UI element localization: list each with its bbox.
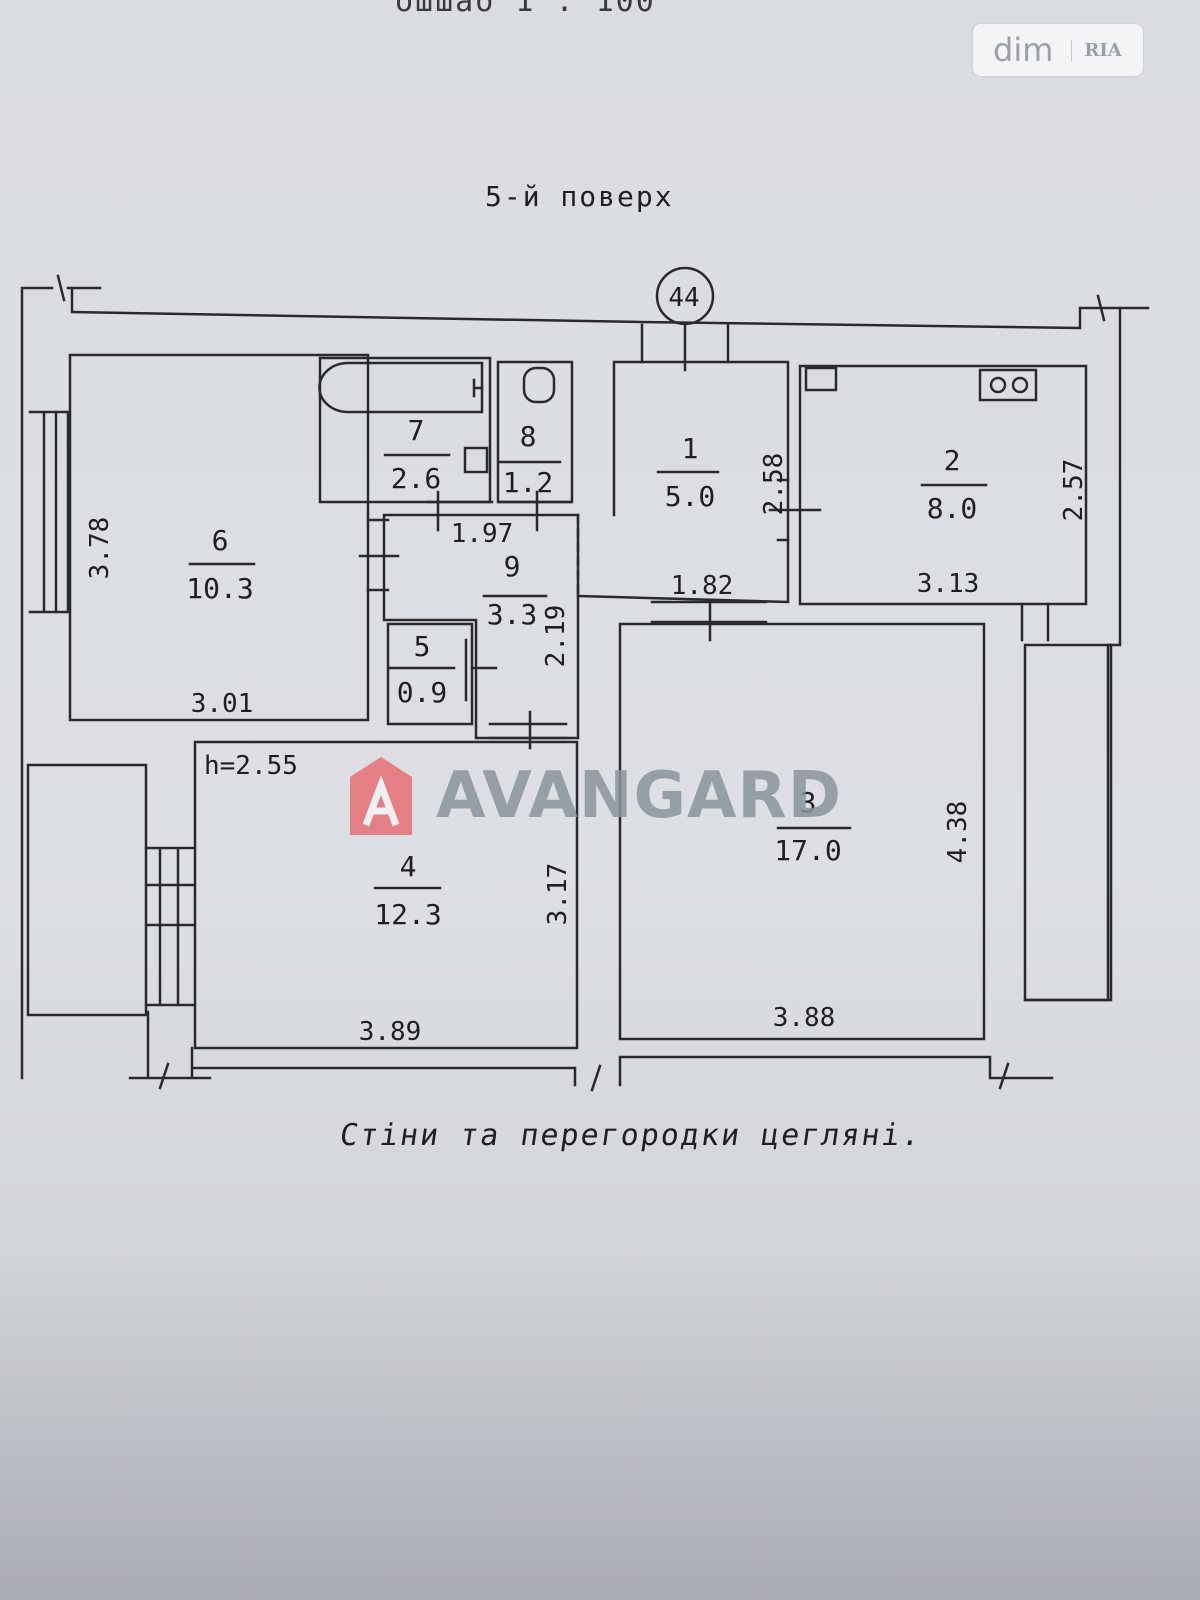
room-7-area: 2.6 (391, 462, 442, 495)
outer-wall-bottom (128, 1010, 1054, 1087)
avangard-logo-icon (350, 757, 412, 835)
break-mark (56, 274, 1106, 1092)
room-9-number: 9 (504, 550, 521, 583)
room-7-number: 7 (408, 414, 425, 447)
room-1-outline (576, 360, 790, 604)
room-2-number: 2 (944, 444, 961, 477)
room-6-outline (68, 353, 370, 722)
room-5-outline (386, 622, 474, 726)
ria-logo-text: RIA (1071, 39, 1122, 61)
room-3-number: 3 (800, 786, 817, 819)
room-8-area: 1.2 (503, 466, 554, 499)
left-balcony (26, 763, 148, 1017)
room-1-area: 5.0 (665, 480, 716, 513)
dim-3-88: 3.88 (773, 1003, 836, 1033)
tap-icon (472, 378, 484, 398)
floor-title: 5-й поверх (485, 180, 674, 213)
dim-logo-text: dim (993, 31, 1054, 69)
scale-label: ошшаб 1 : 100 (395, 0, 656, 19)
dim-3-13: 3.13 (917, 569, 980, 599)
dim-1-97: 1.97 (451, 519, 514, 549)
room-2-area: 8.0 (927, 492, 978, 525)
axis-label: 44 (668, 283, 699, 313)
toilet-icon (522, 366, 556, 404)
door-4 (488, 710, 568, 750)
door-8 (498, 490, 572, 532)
outer-wall-top (20, 286, 1150, 1080)
window-left-6 (28, 410, 70, 614)
dim-2-58: 2.58 (759, 453, 789, 516)
room-1-number: 1 (682, 432, 699, 465)
room-7-outline (318, 356, 492, 504)
dim-ria-badge: dim RIA (973, 24, 1143, 76)
room-6-number: 6 (212, 524, 229, 557)
door-1 (768, 478, 822, 542)
room-2-outline (798, 364, 1088, 606)
dim-2-19: 2.19 (541, 605, 571, 668)
ceiling-height: h=2.55 (204, 751, 298, 781)
room-5-number: 5 (414, 630, 431, 663)
room-4-number: 4 (400, 850, 417, 883)
room-4-area: 12.3 (374, 898, 441, 931)
sink-icon (463, 446, 489, 474)
dim-4-38: 4.38 (943, 801, 973, 864)
burner-icon (1011, 376, 1029, 394)
room-5-area: 0.9 (397, 676, 448, 709)
room-6-area: 10.3 (186, 572, 253, 605)
dim-1-82: 1.82 (671, 571, 734, 601)
sink-icon-kitchen (804, 366, 838, 392)
room-3-area: 17.0 (774, 834, 841, 867)
right-balcony (1023, 643, 1113, 1002)
door-balcony-right (1020, 602, 1050, 642)
burner-icon (989, 376, 1007, 394)
avangard-watermark: AVANGARD (348, 755, 842, 837)
room-8-number: 8 (520, 420, 537, 453)
dim-3-89: 3.89 (359, 1017, 422, 1047)
room-3-outline (618, 622, 986, 1041)
avangard-brand-text: AVANGARD (436, 759, 842, 833)
entrance-niche (640, 323, 730, 364)
dim-3-17: 3.17 (543, 863, 573, 926)
door-7 (426, 490, 494, 532)
window-left-4 (146, 846, 195, 1007)
room-4-outline (193, 740, 579, 1050)
dim-2-57: 2.57 (1059, 459, 1089, 522)
stove-icon (978, 368, 1038, 402)
bathtub-icon (318, 361, 484, 414)
footer-note: Стіни та перегородки цегляні. (337, 1118, 925, 1153)
door-3 (650, 598, 768, 642)
dim-3-01: 3.01 (191, 689, 254, 719)
dim-3-78: 3.78 (85, 517, 115, 580)
door-6 (358, 518, 400, 592)
room-9-area: 3.3 (487, 598, 538, 631)
door-5 (464, 638, 498, 702)
